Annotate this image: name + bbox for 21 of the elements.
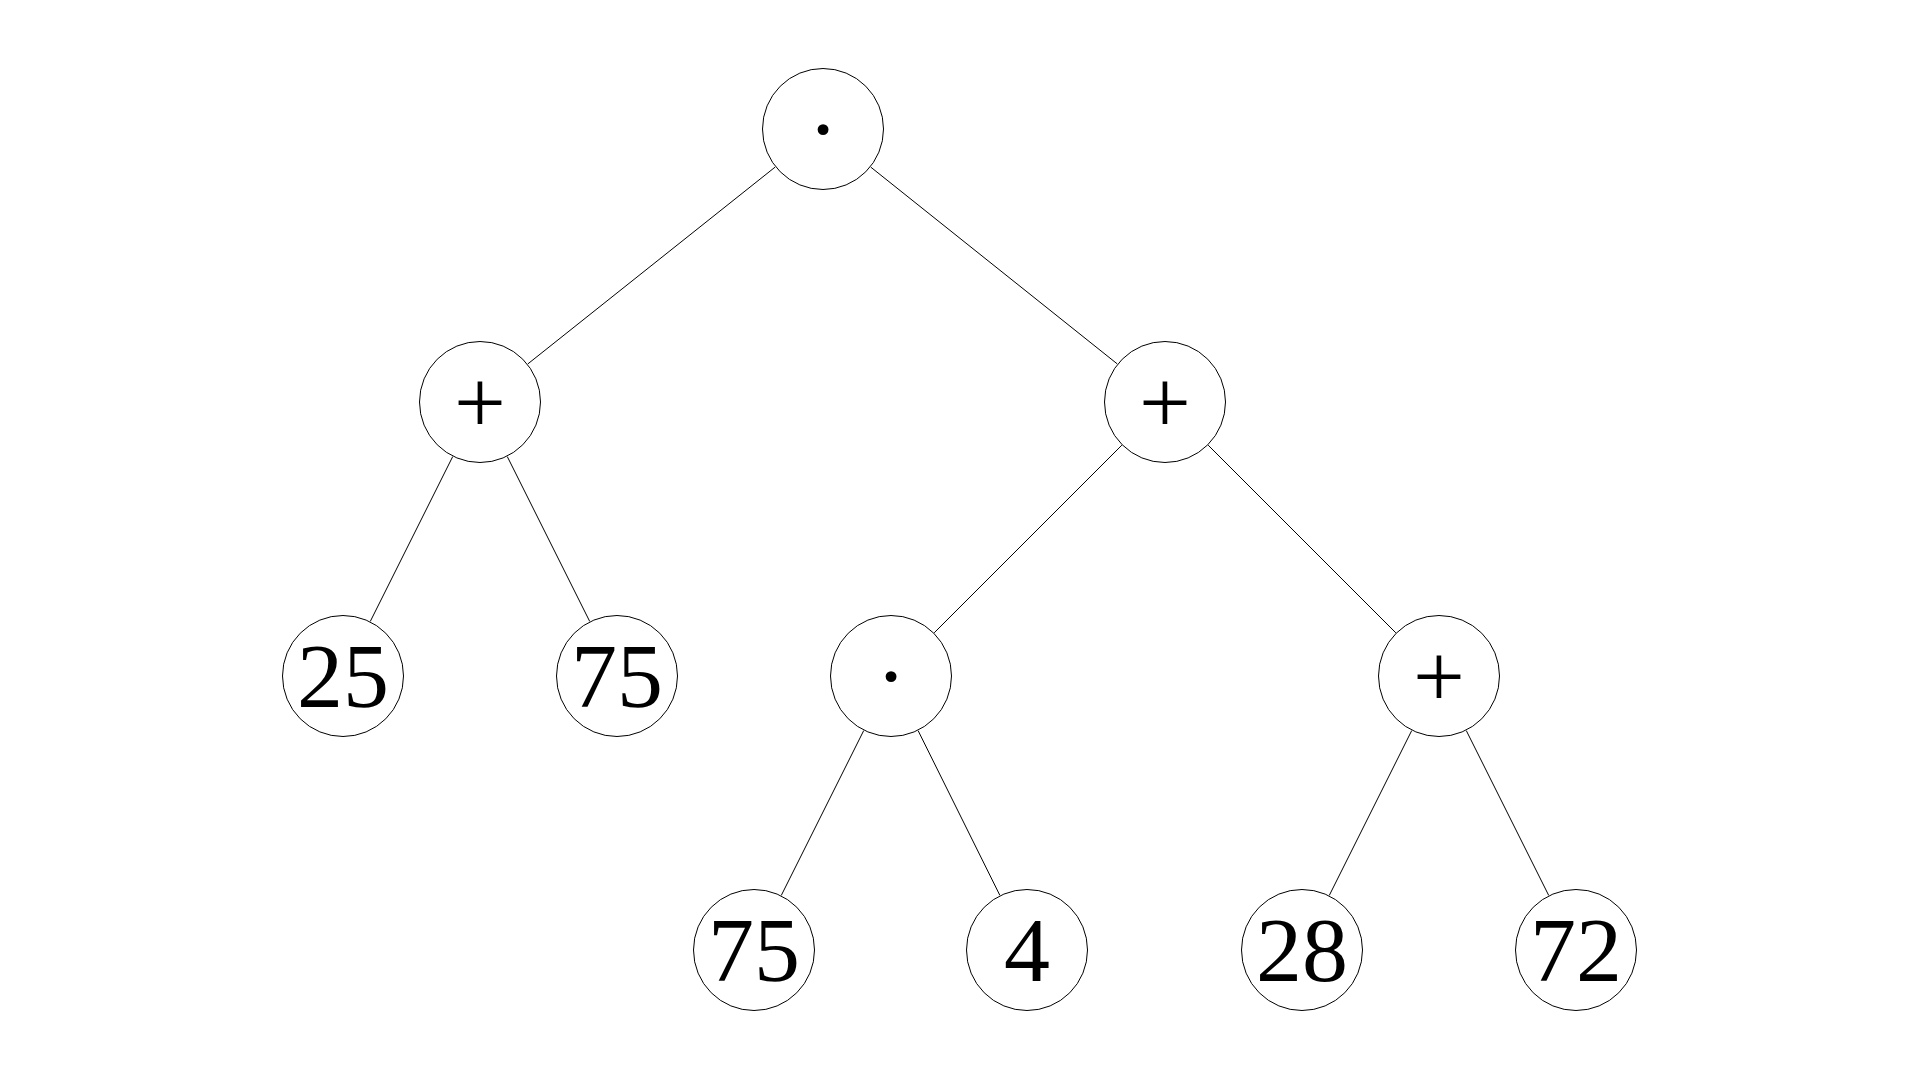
tree-edge-line <box>780 730 865 896</box>
node-label: 28 <box>1256 904 1348 996</box>
tree-edge-line <box>933 444 1123 634</box>
tree-edge-line <box>506 456 591 622</box>
node-label: 75 <box>708 904 800 996</box>
node-label: + <box>454 356 506 448</box>
node-label: · <box>875 630 907 722</box>
tree-edge-line <box>527 166 776 365</box>
node-label: 75 <box>571 630 663 722</box>
node-label: · <box>807 83 839 175</box>
node-label: 25 <box>297 630 389 722</box>
tree-edge-line <box>917 730 1001 896</box>
tree-edge-line <box>369 456 454 622</box>
tree-edge-line <box>1328 730 1413 896</box>
node-label: + <box>1139 356 1191 448</box>
tree-edge-line <box>870 166 1118 365</box>
node-label: + <box>1413 630 1465 722</box>
tree-edge-line <box>1207 444 1397 634</box>
tree-edge-line <box>1465 730 1550 896</box>
node-label: 72 <box>1530 904 1622 996</box>
node-label: 4 <box>1004 904 1050 996</box>
